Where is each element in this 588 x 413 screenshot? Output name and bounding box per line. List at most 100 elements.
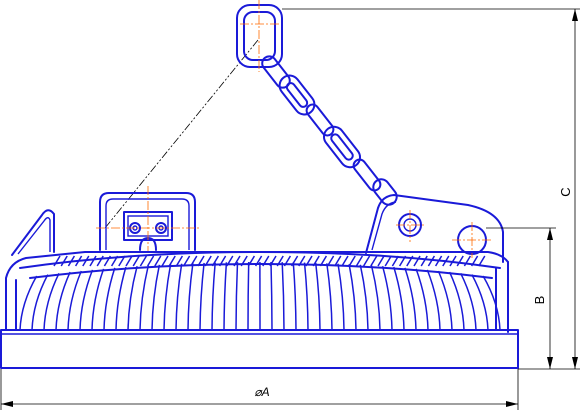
fin-hatch [233, 255, 241, 267]
fin-hatch [348, 255, 356, 267]
fin-hatch [204, 255, 212, 267]
cooling-fin [55, 271, 71, 331]
fin-hatch [370, 255, 378, 267]
fin-hatch [362, 255, 371, 267]
cooling-fin [247, 261, 250, 331]
cooling-fins [19, 255, 501, 331]
dimension-c: C [282, 8, 580, 370]
fin-hatch [420, 255, 428, 267]
fin-hatch [276, 255, 284, 267]
fin-hatch [434, 255, 443, 267]
cooling-fin [303, 262, 309, 331]
base-plate [0, 329, 519, 369]
fin-hatch [449, 255, 457, 267]
fin-hatch [197, 255, 205, 267]
cooling-fin [471, 274, 489, 331]
fin-hatch [262, 255, 270, 267]
cooling-fin [127, 266, 138, 331]
cooling-fin [270, 261, 273, 331]
cooling-fin [393, 266, 405, 331]
fin-hatch [312, 255, 320, 267]
fin-hatch [146, 255, 155, 267]
cooling-fin [281, 262, 285, 331]
cooling-fin [103, 267, 116, 331]
cooling-fin [314, 262, 321, 331]
dimension-b: B [486, 227, 556, 369]
fin-hatch [211, 255, 220, 267]
fin-hatch [168, 255, 176, 267]
cooling-fin [460, 272, 477, 331]
fin-hatch [334, 255, 342, 267]
fin-hatch [89, 255, 97, 267]
fin-hatch [67, 255, 76, 267]
fin-hatch [132, 255, 140, 267]
cooling-fin [415, 268, 429, 331]
fin-hatch [254, 255, 263, 267]
fin-hatch [305, 255, 313, 267]
fin-hatch [406, 255, 414, 267]
fin-hatch [442, 255, 450, 267]
magnet-dome [5, 251, 509, 333]
fin-hatch [110, 255, 119, 267]
fin-hatch [463, 255, 472, 267]
fin-hatch [190, 255, 198, 267]
cooling-fin [426, 269, 441, 331]
cooling-fin [31, 274, 49, 331]
fin-hatch [413, 255, 421, 267]
cooling-fin [292, 262, 297, 331]
cooling-fin [151, 264, 161, 331]
fin-hatch [154, 255, 162, 267]
fin-hatch [218, 255, 227, 267]
chain [261, 55, 398, 206]
dimension-a-label: ⌀A [254, 385, 269, 399]
cooling-fin [235, 262, 239, 331]
fin-hatch [326, 255, 335, 267]
cooling-fin [115, 266, 127, 331]
cooling-fin [187, 263, 194, 331]
dimension-c-label: C [558, 187, 573, 196]
dimension-a: ⌀A [0, 369, 519, 410]
cooling-fin [211, 262, 216, 331]
fin-hatch [60, 255, 68, 267]
fin-hatch [377, 255, 385, 267]
lifting-lug [365, 194, 504, 263]
cooling-fin [223, 262, 228, 331]
cooling-fin [337, 263, 345, 331]
cooling-fin [404, 267, 417, 331]
phantom-chain-line [104, 39, 259, 229]
fin-hatch [139, 255, 148, 267]
fin-hatch [298, 255, 306, 267]
fin-hatch [391, 255, 400, 267]
cooling-fin [370, 265, 381, 331]
cooling-fin [381, 266, 393, 331]
cooling-fin [448, 271, 465, 331]
cooling-fin [348, 264, 357, 331]
cooling-fin [19, 275, 38, 331]
cooling-fin [199, 262, 205, 331]
fin-hatch [226, 255, 234, 267]
fin-hatch [319, 255, 328, 267]
cooling-fin [67, 270, 82, 331]
fin-hatch [53, 255, 61, 267]
dimension-b-label: B [532, 296, 547, 305]
fin-hatch [125, 255, 133, 267]
fin-hatch [478, 255, 486, 267]
cable-gland [11, 209, 55, 256]
lifting-ring [236, 0, 283, 72]
cooling-fin [139, 265, 150, 331]
cooling-fin [91, 268, 105, 331]
cooling-fin [437, 270, 453, 331]
fin-hatch [341, 255, 349, 267]
fin-hatch [290, 255, 299, 267]
fin-hatch [456, 255, 464, 267]
fin-hatch [398, 255, 407, 267]
fin-hatch [283, 255, 292, 267]
cooling-fin [79, 269, 94, 331]
cooling-fin [482, 275, 501, 331]
fin-hatch [384, 255, 392, 267]
fin-hatch [175, 255, 184, 267]
fin-hatch [355, 255, 364, 267]
cooling-fin [43, 272, 60, 331]
fin-hatch [96, 255, 104, 267]
